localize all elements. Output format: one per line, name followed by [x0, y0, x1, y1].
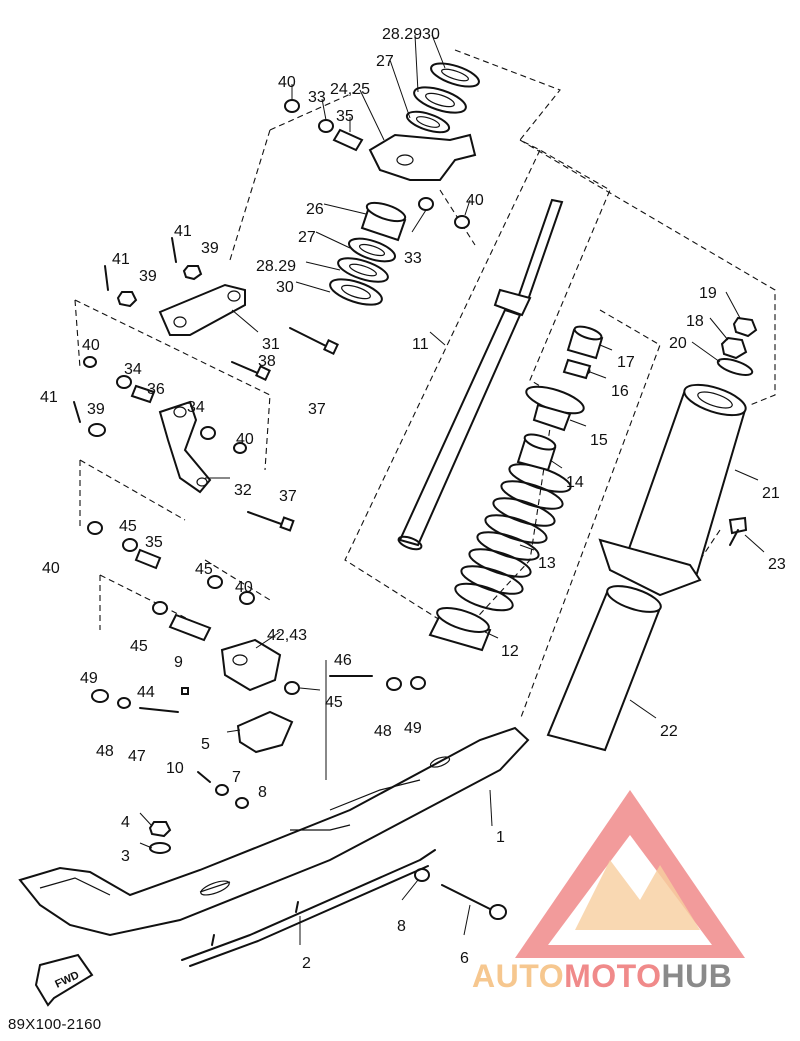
- callout-c28-2930: 28.2930: [382, 26, 440, 43]
- callout-c45-b: 45: [195, 561, 213, 578]
- callout-c42-43: 42,43: [267, 627, 307, 644]
- callout-c40-b: 40: [466, 192, 484, 209]
- callout-c28-29: 28.29: [256, 258, 296, 275]
- callout-c26: 26: [306, 201, 324, 218]
- spring-seat-12: [428, 607, 492, 652]
- callout-c45-d: 45: [325, 694, 343, 711]
- callout-c2: 2: [302, 955, 311, 972]
- callout-c40-d: 40: [236, 431, 254, 448]
- callout-c14: 14: [566, 474, 584, 491]
- callout-c3: 3: [121, 848, 130, 865]
- callout-c33-a: 33: [308, 89, 326, 106]
- callout-c39-a: 39: [201, 240, 219, 257]
- callout-c23: 23: [768, 556, 786, 573]
- callout-c45-c: 45: [130, 638, 148, 655]
- callout-c40-f: 40: [235, 579, 253, 596]
- leader-lines: [139, 34, 765, 945]
- callout-c37-b: 37: [279, 488, 297, 505]
- callout-c36: 36: [147, 381, 165, 398]
- callout-c30: 30: [276, 279, 294, 296]
- callout-c24-25: 24,25: [330, 81, 370, 98]
- callout-c27-b: 27: [298, 229, 316, 246]
- callout-c13: 13: [538, 555, 556, 572]
- callout-c47: 47: [128, 748, 146, 765]
- callout-c16: 16: [611, 383, 629, 400]
- watermark-part-hub: HUB: [661, 958, 733, 994]
- callout-c37-a: 37: [308, 401, 326, 418]
- diagram-code: 89X100-2160: [8, 1016, 102, 1033]
- callout-c34-b: 34: [187, 399, 205, 416]
- damper-5: [236, 710, 294, 754]
- callout-c10: 10: [166, 760, 184, 777]
- bracket-24-25: [368, 133, 477, 181]
- callout-c22: 22: [660, 723, 678, 740]
- callout-c35-a: 35: [336, 108, 354, 125]
- callout-c33-b: 33: [404, 250, 422, 267]
- callout-c11: 11: [412, 336, 429, 353]
- callout-c6: 6: [460, 950, 469, 967]
- group-outlines: [74, 49, 776, 721]
- callout-c12: 12: [501, 643, 519, 660]
- small-hardware: [73, 99, 470, 882]
- callout-c34-a: 34: [124, 361, 142, 378]
- callout-c35-b: 35: [145, 534, 163, 551]
- callout-c40-e: 40: [42, 560, 60, 577]
- callout-c8-a: 8: [258, 784, 267, 801]
- top-nuts-18-20: [716, 316, 758, 376]
- callout-c32: 32: [234, 482, 252, 499]
- callout-c9: 9: [174, 654, 183, 671]
- boot-22: [546, 585, 662, 752]
- shock-housing-21: [598, 383, 747, 597]
- callout-c15: 15: [590, 432, 608, 449]
- callout-c1: 1: [496, 829, 505, 846]
- callout-c4: 4: [121, 814, 130, 831]
- callout-c40-c: 40: [82, 337, 100, 354]
- callout-c41-b: 41: [112, 251, 130, 268]
- callout-c40-a: 40: [278, 74, 296, 91]
- callout-c44: 44: [137, 684, 155, 701]
- callout-c49-a: 49: [80, 670, 98, 687]
- spring-13: [454, 463, 572, 612]
- watermark-part-moto: MOTO: [564, 958, 662, 994]
- callout-c41-c: 41: [40, 389, 58, 406]
- washer-stack-mid: [329, 201, 407, 306]
- callout-c31: 31: [262, 336, 280, 353]
- callout-c48-b: 48: [96, 743, 114, 760]
- fwd-arrow-icon: FWD: [34, 953, 94, 1007]
- bolts: [139, 327, 507, 920]
- callout-c5: 5: [201, 736, 210, 753]
- callout-c38: 38: [258, 353, 276, 370]
- shock-rod-11: [397, 198, 564, 551]
- callout-c17: 17: [617, 354, 635, 371]
- ski-1: [18, 726, 530, 937]
- callout-c21: 21: [762, 485, 780, 502]
- callout-c20: 20: [669, 335, 687, 352]
- callout-c46: 46: [334, 652, 352, 669]
- callout-c8-b: 8: [397, 918, 406, 935]
- watermark-text: AUTOMOTOHUB: [472, 958, 732, 995]
- bolt-23: [728, 516, 748, 546]
- callout-c7: 7: [232, 769, 241, 786]
- washer-stack-top: [405, 62, 480, 134]
- wear-bar-2: [181, 849, 436, 967]
- callout-c48-a: 48: [374, 723, 392, 740]
- callout-c19: 19: [699, 285, 717, 302]
- callout-c49-b: 49: [404, 720, 422, 737]
- callout-c39-b: 39: [139, 268, 157, 285]
- callout-c18: 18: [686, 313, 704, 330]
- watermark-part-auto: AUTO: [472, 958, 565, 994]
- watermark-logo-icon: [515, 790, 745, 958]
- callout-c45-a: 45: [119, 518, 137, 535]
- upper-seat-parts: [516, 325, 604, 472]
- link-arm-32: [158, 400, 212, 494]
- link-arm-31: [158, 283, 246, 336]
- callout-c27-top: 27: [376, 53, 394, 70]
- callout-c39-c: 39: [87, 401, 105, 418]
- callout-c41-a: 41: [174, 223, 192, 240]
- ski-bracket-42-43: [220, 638, 282, 692]
